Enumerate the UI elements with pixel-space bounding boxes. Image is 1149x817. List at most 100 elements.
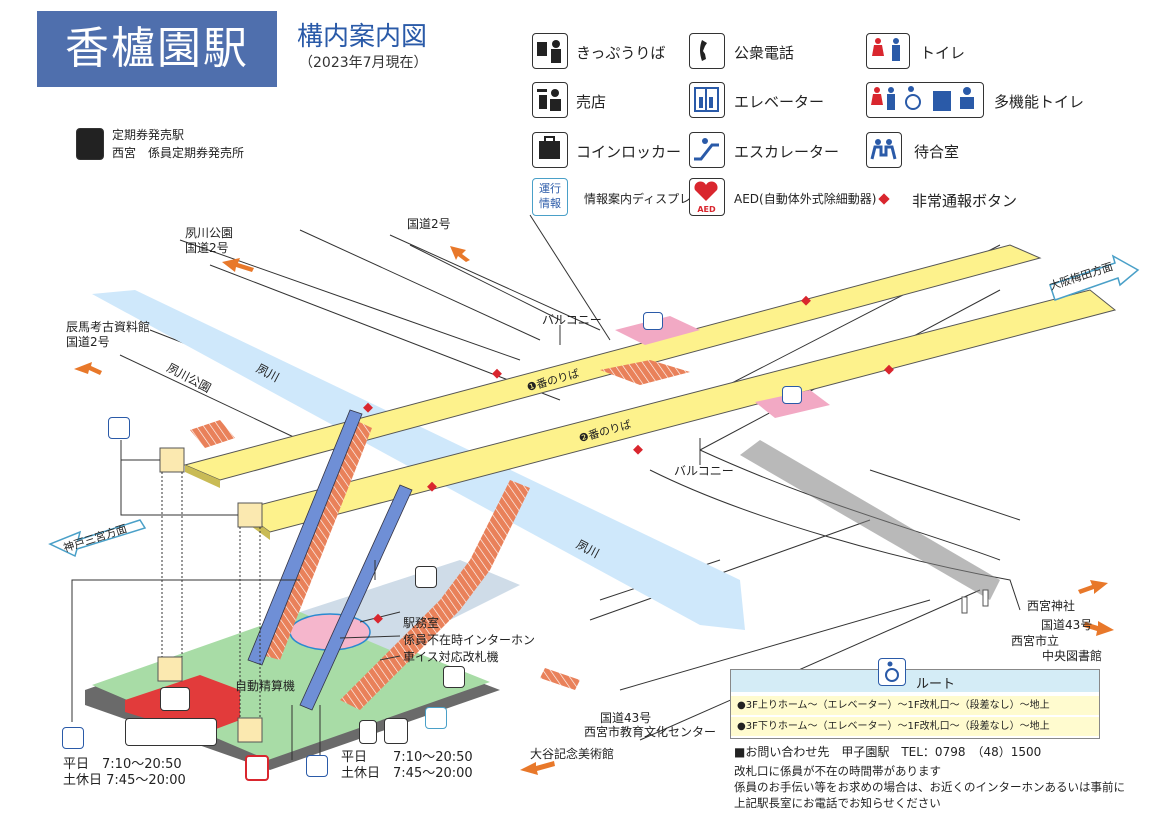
multi-toilet-icon: [866, 82, 984, 118]
legend-locker: コインロッカー: [576, 143, 682, 161]
pass-office-detail: 西宮 係員定期券発売所: [112, 146, 245, 160]
hours-left: 平日 7:10〜20:50 土休日 7:45〜20:00: [63, 757, 186, 789]
pass-office-title: 定期券発売駅: [112, 128, 185, 142]
elevator-bottom-1: [157, 656, 183, 682]
map-ticket-icon: [415, 566, 437, 588]
bollards: [961, 589, 989, 614]
legend-phone: 公衆電話: [734, 44, 795, 62]
dir-otani: 大谷記念美術館: [530, 747, 615, 761]
locker-icon: [532, 132, 568, 168]
balcony-top-label: バルコニー: [542, 313, 602, 327]
toilet-icon: [866, 33, 910, 69]
route-row-1: ●3F上りホーム〜（エレベーター）〜1F改札口〜（段差なし）〜地上: [731, 696, 1099, 715]
elevator-top: [159, 447, 185, 473]
hours-left-weekday-label: 平日: [63, 757, 90, 772]
waiting-room-icon: [866, 132, 902, 168]
route-header: ルート: [731, 658, 1099, 692]
elevator-bottom-2: [237, 717, 263, 743]
wheelchair-gate-label: 車イス対応改札機: [403, 650, 499, 664]
hours-left-weekday-time: 7:10〜20:50: [102, 757, 182, 772]
road-shadow: [740, 440, 1000, 600]
map-locker-icon: [245, 755, 269, 781]
waiting-room-2: [755, 390, 830, 418]
dir-museum-l1: 辰馬考古資料館: [66, 320, 151, 334]
waiting-room-1: [615, 316, 700, 345]
dir-center-l2: 西宮市教育文化センター: [584, 725, 717, 739]
station-office-label: 駅務室: [403, 616, 440, 630]
hours-right-holiday-label: 土休日: [341, 766, 381, 781]
hours-left-holiday-label: 土休日: [63, 773, 103, 788]
map-date: （2023年7月現在）: [299, 55, 428, 71]
contact-note-3: 上記駅長室にお電話でお知らせください: [734, 796, 941, 810]
hours-right-weekday-time: 7:10〜20:50: [393, 750, 473, 765]
balcony-bottom-label: バルコニー: [674, 464, 734, 478]
route-box: ルート ●3F上りホーム〜（エレベーター）〜1F改札口〜（段差なし）〜地上 ●3…: [730, 658, 1100, 739]
map-aed-icon: [384, 718, 408, 744]
dir-library-l3: 中央図書館: [1042, 649, 1103, 663]
dir-library-l1: 国道43号: [1041, 618, 1093, 632]
map-title: 構内案内図: [297, 22, 428, 52]
hours-right-weekday-label: 平日: [341, 750, 368, 765]
elevator-mid: [237, 502, 263, 528]
stairs-1: [262, 420, 372, 660]
pass-office-icon: [76, 128, 104, 160]
info-display-icon: 運行 情報: [532, 178, 568, 216]
map-escalator-icon-left: [62, 727, 84, 749]
info-display-icon-line1: 運行: [539, 182, 561, 195]
legend-elevator: エレベーター: [734, 93, 825, 111]
elevator-shafts: [161, 472, 261, 718]
contact-note-2: 係員のお手伝い等をお求めの場合は、お近くのインターホンあるいは事前に: [734, 780, 1125, 794]
wheelchair-icon: [878, 658, 906, 686]
dir-library-l2: 西宮市立: [1011, 634, 1060, 648]
map-phone-icon: [359, 720, 377, 744]
hours-right-holiday-time: 7:45〜20:00: [393, 766, 473, 781]
dir-museum-l2: 国道2号: [66, 335, 110, 349]
info-display-icon-line2: 情報: [539, 197, 561, 210]
elevator-icon: [689, 82, 725, 118]
map-shop-icon: [443, 666, 465, 688]
legend-emergency: 非常通報ボタン: [912, 192, 1018, 210]
river: [92, 290, 745, 630]
station-name: 香櫨園駅: [37, 11, 277, 87]
map-info-display-icon: [425, 707, 447, 729]
map-waiting-icon-1: [643, 312, 663, 330]
shop-icon: [532, 82, 568, 118]
map-elevator-icon: [108, 417, 130, 439]
route-title: ルート: [916, 677, 956, 692]
legend-shop: 売店: [576, 93, 607, 111]
legend-escalator: エスカレーター: [734, 143, 840, 161]
intercom-label: 係員不在時インターホン: [403, 633, 536, 647]
stairs-balcony: [600, 360, 690, 385]
dir-shrine: 西宮神社: [1027, 599, 1076, 613]
direction-arrows: [74, 246, 1114, 775]
legend-multi-toilet: 多機能トイレ: [994, 93, 1085, 111]
stairs-park: [190, 420, 235, 448]
dir-park-l1: 夙川公園: [185, 226, 234, 240]
map-multi-toilet-icon: [125, 718, 217, 746]
dir-route2: 国道2号: [407, 217, 451, 231]
contact-line: ■お問い合わせ先 甲子園駅 TEL：0798 （48）1500: [734, 745, 1042, 759]
callout-lines: [71, 325, 701, 760]
hours-left-holiday-time: 7:45〜20:00: [106, 773, 186, 788]
contact-note-1: 改札口に係員が不在の時間帯があります: [734, 764, 941, 778]
map-escalator-icon-right: [306, 755, 328, 777]
escalator-1: [247, 409, 363, 666]
legend-aed: AED(自動体外式除細動器): [734, 192, 877, 206]
map-waiting-icon-2: [782, 386, 802, 404]
ticket-icon: [532, 33, 568, 69]
dir-park-l2: 国道2号: [185, 241, 229, 255]
dir-center-l1: 国道43号: [600, 711, 652, 725]
legend-ticket: きっぷうりば: [576, 44, 666, 62]
kobe-arrow: [48, 519, 147, 558]
stairs-2: [340, 480, 530, 710]
phone-icon: [689, 33, 725, 69]
escalator-icon: [689, 132, 725, 168]
route-row-2: ●3F下りホーム〜（エレベーター）〜1F改札口〜（段差なし）〜地上: [731, 717, 1099, 736]
legend-info-display: 情報案内ディスプレイ: [584, 192, 704, 206]
stairs-3: [540, 668, 580, 690]
aed-icon: AED: [689, 178, 725, 216]
fare-adjust-label: 自動精算機: [235, 679, 296, 693]
legend-toilet: トイレ: [920, 44, 966, 62]
hours-right: 平日 7:10〜20:50 土休日 7:45〜20:00: [341, 750, 473, 782]
